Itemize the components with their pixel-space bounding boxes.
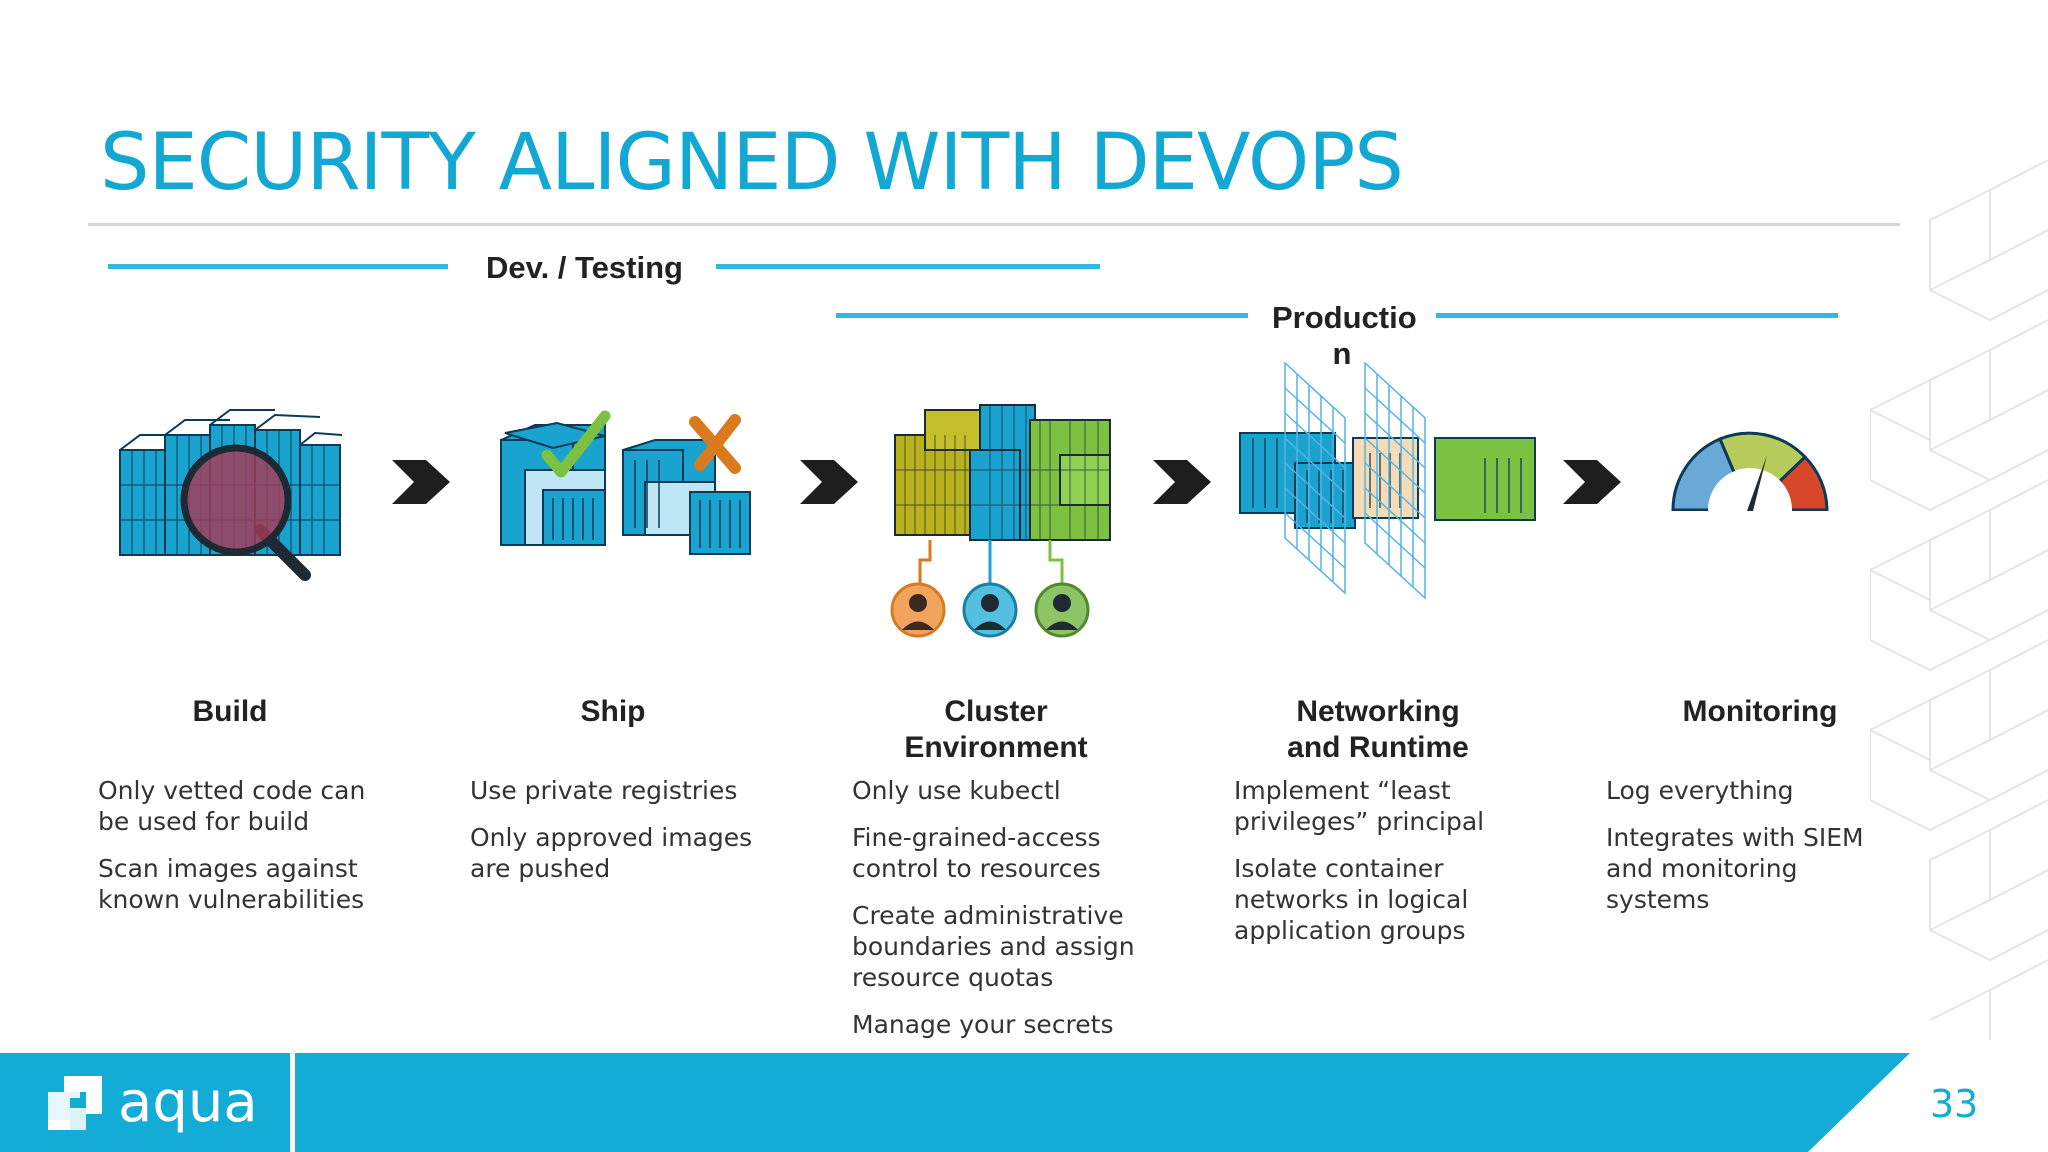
stage-item: Only use kubectl [852, 776, 1061, 805]
stage-item: Create administrative boundaries and ass… [852, 901, 1135, 992]
stage-title-networking-line2: and Runtime [1287, 731, 1469, 764]
ship-containers-icon [500, 410, 751, 555]
chevron-right-icon [1153, 460, 1211, 504]
footer-divider [290, 1053, 295, 1152]
user-avatar-green [1034, 582, 1090, 638]
stage-body-monitoring: Log everything Integrates with SIEM and … [1606, 775, 1906, 931]
stage-title-cluster: Cluster Environment [846, 694, 1146, 766]
stage-body-ship: Use private registries Only approved ima… [470, 775, 790, 900]
stage-item: Only approved images are pushed [470, 823, 753, 883]
footer-bar [0, 1053, 1910, 1152]
stage-body-networking: Implement “least privileges” principal I… [1234, 775, 1534, 962]
slide-title: SECURITY ALIGNED WITH DEVOPS [100, 118, 1404, 208]
cluster-containers-icon [890, 404, 1111, 638]
stage-body-build: Only vetted code can be used for build S… [98, 775, 398, 931]
stage-title-networking: Networking and Runtime [1228, 694, 1528, 766]
stage-title-monitoring: Monitoring [1682, 695, 1838, 728]
page-number: 33 [1930, 1082, 1979, 1126]
stage-item: Log everything [1606, 776, 1794, 805]
dev-phase-label: Dev. / Testing [486, 250, 683, 285]
stage-item: Implement “least privileges” principal [1234, 776, 1485, 836]
production-phase-line-right [1436, 313, 1838, 318]
gauge-needle [1747, 455, 1767, 511]
user-avatar-blue [962, 582, 1018, 638]
title-divider [88, 223, 1900, 226]
stage-item: Scan images against known vulnerabilitie… [98, 854, 365, 914]
stage-title-build: Build [192, 695, 268, 728]
production-phase-label: Productio n [1272, 300, 1417, 372]
network-firewall-icon [1239, 361, 1536, 600]
stage-title-cluster-line2: Environment [904, 731, 1088, 764]
dev-phase-line-left [108, 264, 448, 269]
wrench-icon [689, 414, 741, 474]
magnifier-containers-icon [119, 409, 343, 581]
chevron-right-icon [800, 460, 858, 504]
stage-title-networking-line1: Networking [1296, 695, 1460, 728]
gauge-icon [1665, 431, 1835, 525]
stage-title-cluster-line1: Cluster [944, 695, 1048, 728]
aqua-logo-icon [48, 1076, 102, 1130]
cube-pattern-decoration [1870, 160, 2048, 1040]
chevron-right-icon [1563, 460, 1621, 504]
stage-item: Integrates with SIEM and monitoring syst… [1606, 823, 1864, 914]
stage-title-ship: Ship [580, 695, 646, 728]
chevron-right-icon [392, 460, 450, 504]
user-avatar-orange [890, 582, 946, 638]
check-icon [541, 410, 611, 478]
production-phase-line-left [836, 313, 1248, 318]
stage-item: Fine-grained-access control to resources [852, 823, 1101, 883]
brand-name: aqua [118, 1070, 258, 1135]
stage-item: Use private registries [470, 776, 738, 805]
stage-item: Isolate container networks in logical ap… [1234, 854, 1469, 945]
firewall-grid [1284, 361, 1426, 600]
production-phase-label-line1: Productio [1272, 300, 1417, 335]
stage-body-cluster: Only use kubectl Fine-grained-access con… [852, 775, 1177, 1056]
stage-item: Manage your secrets [852, 1010, 1114, 1039]
dev-phase-line-right [716, 264, 1100, 269]
production-phase-label-line2: n [1332, 336, 1352, 371]
stage-item: Only vetted code can be used for build [98, 776, 366, 836]
